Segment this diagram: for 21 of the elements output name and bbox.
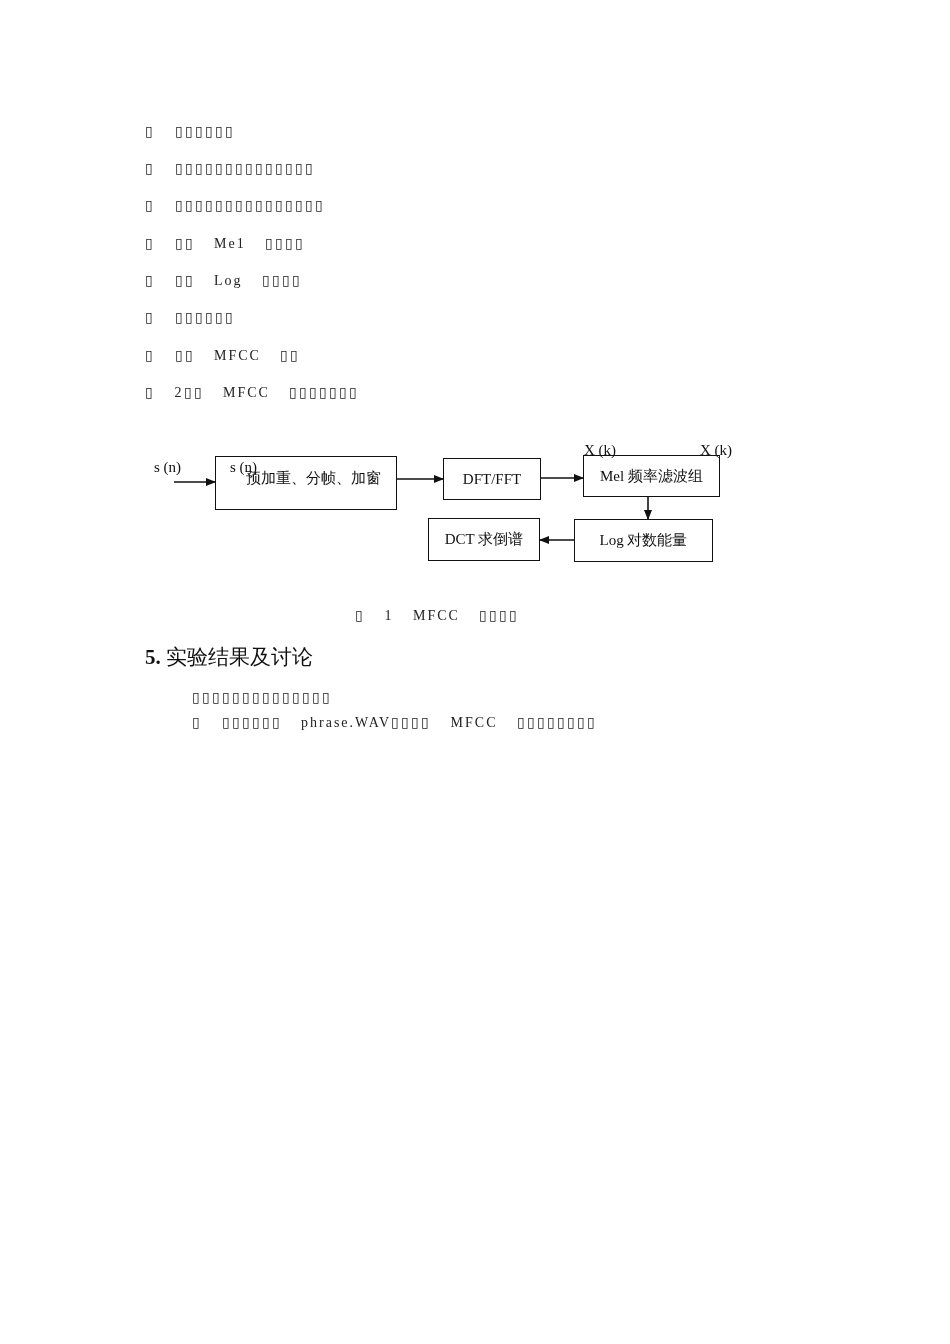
- paragraph-line: ▯▯▯▯▯▯▯▯▯▯▯▯▯▯: [192, 690, 332, 707]
- list-item: ▯ ▯▯▯▯▯▯: [145, 124, 235, 141]
- list-item: ▯ 2▯▯ MFCC ▯▯▯▯▯▯▯: [145, 385, 360, 402]
- list-item: ▯ ▯▯▯▯▯▯▯▯▯▯▯▯▯▯▯: [145, 198, 325, 215]
- list-item: ▯ ▯▯ MFCC ▯▯: [145, 348, 301, 365]
- section-heading: 5. 实验结果及讨论: [145, 645, 313, 671]
- list-item: ▯ ▯▯ Me1 ▯▯▯▯: [145, 236, 306, 253]
- arrow: [644, 496, 652, 520]
- list-item: ▯ ▯▯ Log ▯▯▯▯: [145, 273, 303, 290]
- arrow: [539, 536, 575, 544]
- process-box: DCT 求倒谱: [428, 518, 540, 561]
- list-item: ▯ ▯▯▯▯▯▯▯▯▯▯▯▯▯▯: [145, 161, 315, 178]
- arrow: [396, 475, 444, 483]
- arrow: [173, 478, 216, 486]
- process-box: Log 对数能量: [574, 519, 713, 562]
- arrow: [540, 474, 584, 482]
- paragraph-line: ▯ ▯▯▯▯▯▯ phrase.WAV▯▯▯▯ MFCC ▯▯▯▯▯▯▯▯: [192, 715, 598, 732]
- figure-caption: ▯ 1 MFCC ▯▯▯▯: [355, 608, 520, 625]
- list-item: ▯ ▯▯▯▯▯▯: [145, 310, 235, 327]
- process-box: DFT/FFT: [443, 458, 541, 500]
- edge-label: s (n): [154, 458, 182, 476]
